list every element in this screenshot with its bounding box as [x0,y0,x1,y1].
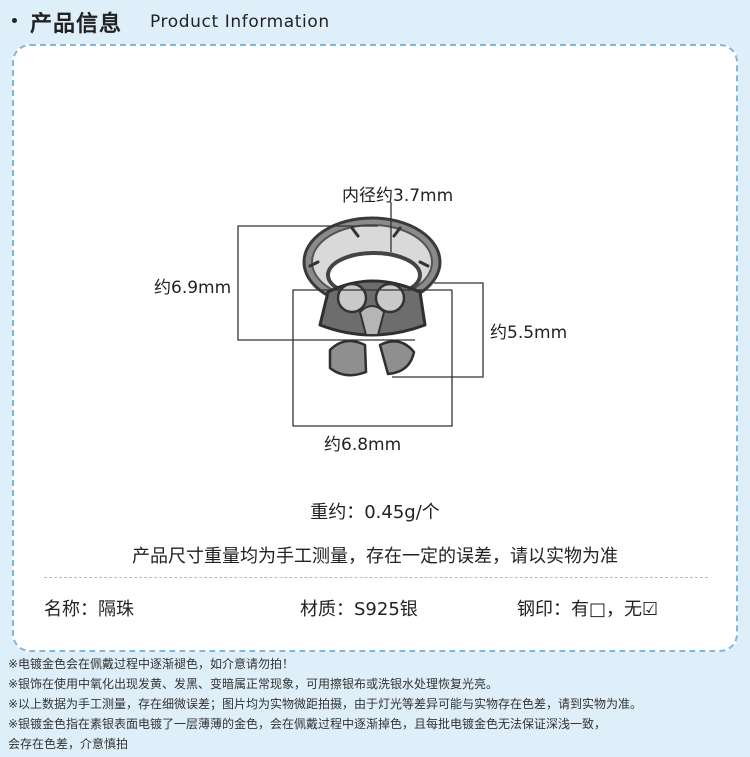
footer-note: ※电镀金色会在佩戴过程中逐渐褪色，如介意请勿拍！ [8,657,295,671]
product-card [12,44,738,652]
weight-text: 重约：0.45g/个 [310,502,440,523]
footer-note: 会存在色差，介意慎拍 [8,737,129,751]
attr-stamp: 钢印：有□，无☑ [517,599,659,620]
measurement-lines [237,202,484,427]
height-label: 约6.9mm [154,278,232,298]
divider [44,577,708,578]
section-title-cn: 产品信息 [30,12,123,37]
section-header: 产品信息 Product Information [0,0,750,46]
depth-label: 约5.5mm [490,323,568,343]
measure-note: 产品尺寸重量均为手工测量，存在一定的误差，请以实物为准 [132,546,618,567]
width-label: 约6.8mm [324,435,402,455]
footer-note: ※银镀金色指在素银表面电镀了一层薄薄的金色，会在佩戴过程中逐渐掉色，且每批电镀金… [8,717,607,731]
section-title-en: Product Information [150,12,330,32]
footer-note: ※银饰在使用中氧化出现发黄、发黑、变暗属正常现象，可用擦银布或洗银水处理恢复光亮… [8,677,499,691]
bullet-dot [12,18,17,23]
footer-notes: ※电镀金色会在佩戴过程中逐渐褪色，如介意请勿拍！ ※银饰在使用中氧化出现发黄、发… [8,654,748,754]
bead-image [302,216,442,377]
attr-material: 材质：S925银 [300,599,418,620]
attr-name: 名称：隔珠 [44,599,134,620]
inner-diameter-label: 内径约3.7mm [342,186,454,206]
footer-note: ※以上数据为手工测量，存在细微误差；图片均为实物微距拍摄，由于灯光等差异可能与实… [8,697,643,711]
